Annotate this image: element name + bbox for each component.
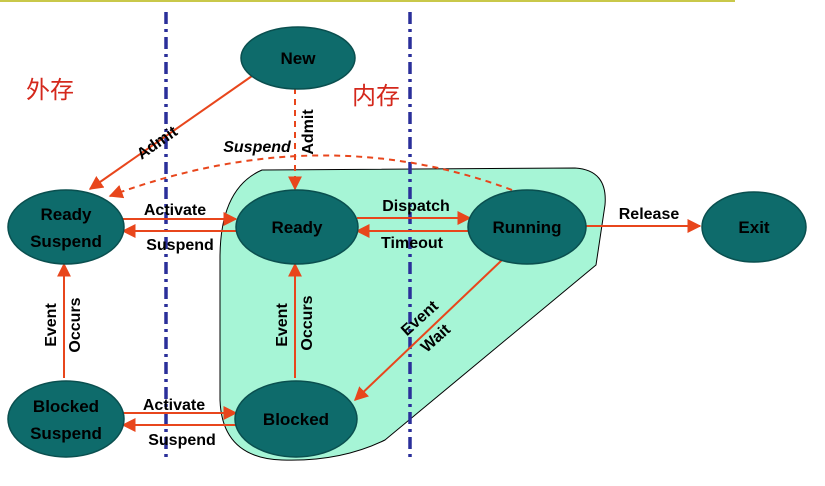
region-label-memory: 内存 bbox=[352, 82, 400, 110]
node-blocked: Blocked bbox=[234, 380, 358, 458]
svg-text:New: New bbox=[281, 49, 317, 68]
label-admit-left: Admit bbox=[134, 123, 181, 163]
label-suspend-bottom: Suspend bbox=[148, 432, 216, 449]
svg-text:Blocked: Blocked bbox=[263, 410, 329, 429]
label-release: Release bbox=[619, 206, 680, 223]
label-event-left-1: Event bbox=[43, 303, 60, 347]
label-event-left-2: Occurs bbox=[67, 297, 84, 352]
label-event-mid-1: Event bbox=[274, 303, 291, 347]
label-admit-down: Admit bbox=[300, 109, 317, 155]
node-ready: Ready bbox=[235, 189, 359, 265]
node-ready-suspend: Ready Suspend bbox=[7, 189, 125, 265]
label-suspend-running: Suspend bbox=[223, 139, 292, 156]
svg-text:Blocked: Blocked bbox=[33, 397, 99, 416]
svg-text:Exit: Exit bbox=[738, 218, 770, 237]
node-exit: Exit bbox=[701, 191, 807, 263]
label-event-mid-2: Occurs bbox=[299, 295, 316, 350]
svg-text:Suspend: Suspend bbox=[30, 424, 102, 443]
label-timeout: Timeout bbox=[381, 235, 444, 252]
node-running: Running bbox=[467, 189, 587, 265]
arrow-event-wait bbox=[353, 259, 503, 401]
node-blocked-suspend: Blocked Suspend bbox=[7, 380, 125, 458]
arrow-admit-left bbox=[88, 75, 253, 190]
arrow-suspend-running bbox=[108, 154, 513, 199]
label-activate-top: Activate bbox=[144, 202, 206, 219]
label-activate-bottom: Activate bbox=[143, 397, 205, 414]
node-new: New bbox=[240, 26, 356, 90]
label-dispatch: Dispatch bbox=[382, 198, 450, 215]
label-suspend-top: Suspend bbox=[146, 237, 214, 254]
svg-text:Ready: Ready bbox=[271, 218, 323, 237]
region-label-external: 外存 bbox=[26, 76, 74, 104]
svg-text:Suspend: Suspend bbox=[30, 232, 102, 251]
svg-text:Running: Running bbox=[493, 218, 562, 237]
svg-text:Ready: Ready bbox=[40, 205, 92, 224]
